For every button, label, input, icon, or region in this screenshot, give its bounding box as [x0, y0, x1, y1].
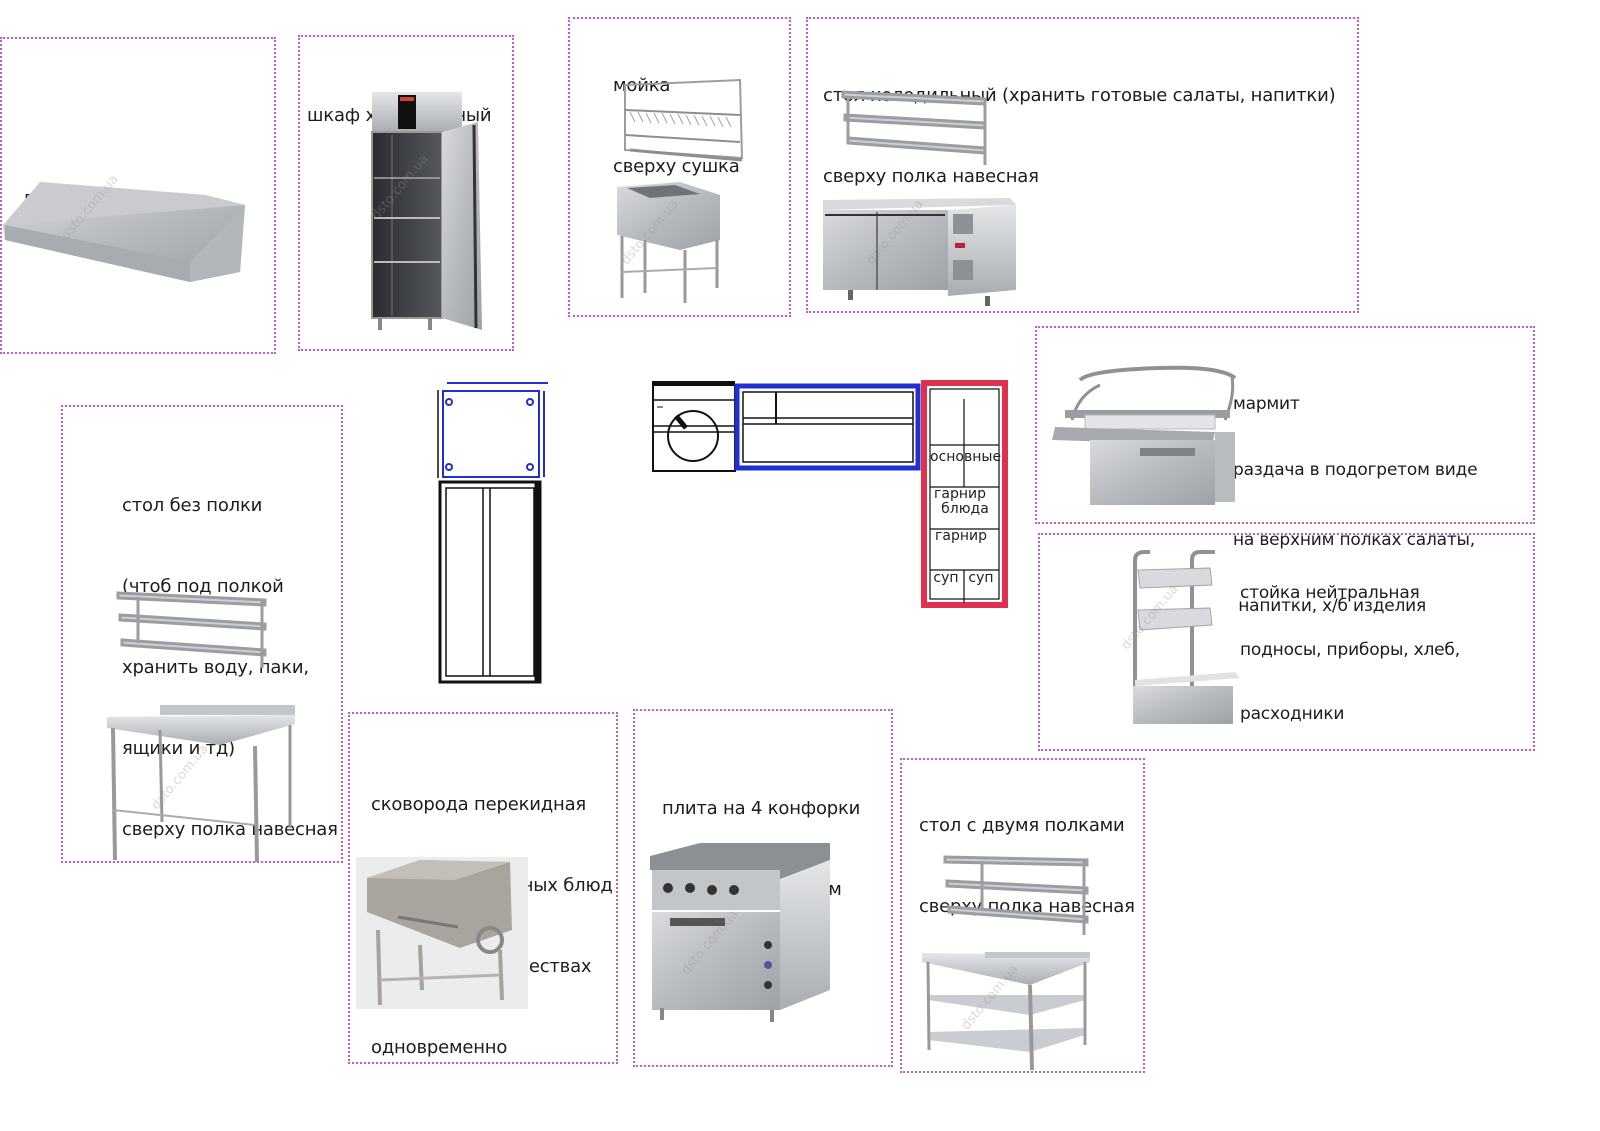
- stove-image: [650, 843, 830, 1022]
- panel-bain-marie: [1035, 326, 1535, 524]
- wall-shelf-image-2: [116, 591, 267, 668]
- label-line: подносы, приборы, хлеб,: [1240, 640, 1460, 660]
- label-line: расходники: [1240, 704, 1345, 724]
- label-line: мармит: [1233, 394, 1300, 414]
- plan-cell-garnish-2: гарнир: [935, 528, 987, 544]
- bain-marie-image: [1052, 365, 1237, 505]
- panel-stove: [633, 709, 893, 1067]
- plan-fridge-table: [734, 383, 921, 471]
- plan-fridge-cabinet: [437, 382, 548, 478]
- label-line: мойка: [613, 75, 671, 96]
- work-table-image-1: [107, 705, 295, 863]
- plan-sink: [652, 381, 736, 472]
- sink-image: [617, 182, 720, 303]
- plan-table-left: [438, 480, 542, 684]
- plan-cell-main-dishes: основные блюда: [930, 417, 1002, 533]
- label-bain-marie: мармит раздача в подогретом виде на верх…: [1233, 349, 1478, 639]
- tilting-pan-image: [356, 857, 528, 1009]
- dish-rack-image: [624, 78, 744, 162]
- label-line: стол без полки: [122, 495, 263, 516]
- label-line: напитки, х/б изделия: [1233, 596, 1427, 616]
- label-line: стойка нейтральная: [1240, 583, 1420, 603]
- label-sink: мойка сверху сушка: [613, 18, 740, 207]
- neutral-stand-image: [1133, 550, 1240, 724]
- label-line: (чтоб под полкой: [122, 576, 284, 597]
- label-line: раздача в подогретом виде: [1233, 460, 1478, 480]
- panel-fridge-table: [806, 17, 1359, 313]
- label-line: плита на 4 конфорки: [662, 798, 861, 819]
- label-line: сверху полка навесная: [823, 166, 1039, 187]
- plan-bain-marie: [921, 380, 1008, 608]
- label-line: хранить воду, паки,: [122, 657, 309, 678]
- label-line: сверху полка навесная: [122, 819, 338, 840]
- panel-table-two-shelves: [900, 758, 1145, 1073]
- plan-cell-soup-1: суп: [933, 570, 959, 586]
- panel-tilting-pan: [348, 712, 618, 1064]
- fridge-table-image: [823, 198, 1016, 306]
- plan-cell-soup-2: суп: [968, 570, 994, 586]
- plan-cell-line: основные: [930, 449, 1002, 465]
- label-line: одновременно: [371, 1037, 508, 1058]
- panel-sink: [568, 17, 791, 317]
- wall-shelf-image-3: [943, 855, 1089, 935]
- panel-neutral-stand: [1038, 533, 1535, 751]
- fridge-cabinet-image: [371, 92, 482, 330]
- panel-fridge-cabinet: [298, 35, 514, 351]
- label-line: ящики и тд): [122, 738, 235, 759]
- label-neutral-stand: стойка нейтральная подносы, приборы, хле…: [1240, 546, 1460, 743]
- plan-cell-garnish-1: гарнир: [934, 486, 986, 502]
- panel-table-no-shelf: [61, 405, 343, 863]
- label-line: сковорода перекидная: [371, 794, 587, 815]
- label-table-no-shelf: стол без полки (чтоб под полкой хранить …: [122, 438, 338, 870]
- label-line: стол с двумя полками: [919, 815, 1125, 836]
- plan-cell-line: блюда: [941, 501, 989, 517]
- work-table-image-2: [922, 952, 1090, 1071]
- wall-shelf-image-1: [841, 90, 987, 165]
- exhaust-hood-image: [3, 182, 245, 282]
- label-line: сверху сушка: [613, 156, 740, 177]
- panel-hood: [0, 37, 276, 354]
- label-line: на верхним полках салаты,: [1233, 530, 1475, 550]
